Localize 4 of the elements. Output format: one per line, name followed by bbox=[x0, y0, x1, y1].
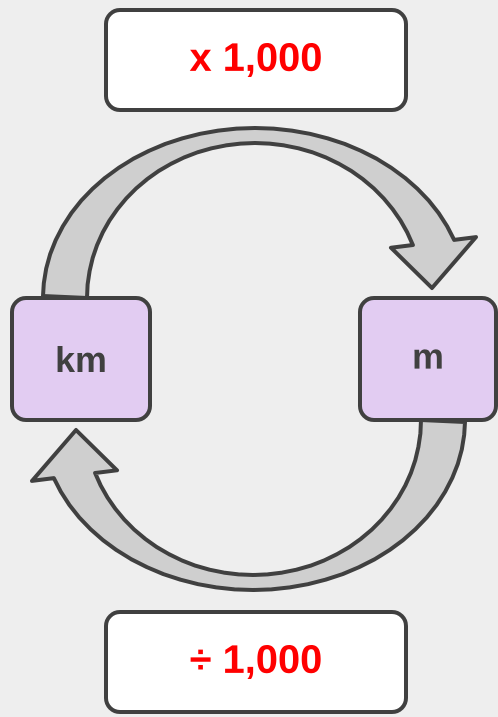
unit-box: m bbox=[358, 296, 498, 422]
operation-box: ÷ 1,000 bbox=[104, 610, 408, 714]
unit-box: km bbox=[10, 296, 152, 422]
operation-box: x 1,000 bbox=[104, 8, 408, 112]
